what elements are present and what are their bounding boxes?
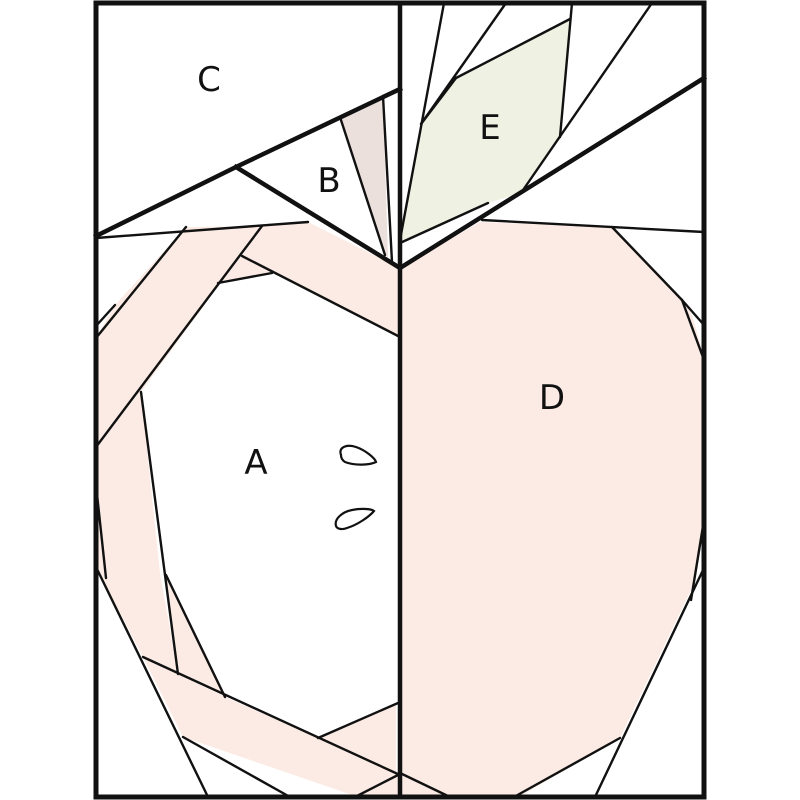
line — [338, 115, 387, 257]
line — [94, 220, 310, 240]
section-label-a: A — [244, 443, 268, 483]
line — [164, 573, 227, 699]
line — [94, 224, 264, 449]
line — [519, 1, 654, 195]
section-e-boundary — [396, 74, 708, 272]
line — [454, 17, 572, 80]
section-a-strip-bottom-right — [318, 703, 396, 776]
line — [94, 565, 210, 799]
line — [512, 736, 622, 799]
section-d-apple-fill — [400, 222, 704, 797]
line — [680, 298, 706, 362]
section-a-strip-bottom — [143, 657, 400, 797]
section-e-leaf-fill — [400, 19, 570, 244]
line — [316, 701, 400, 740]
line — [381, 94, 394, 264]
line — [94, 225, 188, 340]
line — [94, 303, 117, 328]
line — [353, 773, 400, 799]
section-a-strip-left — [96, 392, 178, 674]
section-label-d: D — [538, 378, 566, 418]
line — [398, 201, 490, 245]
section-a-strip-top-wedge — [218, 226, 272, 283]
section-b-stem-fill — [340, 96, 388, 257]
line — [680, 298, 706, 327]
line — [610, 225, 684, 302]
outer-frame — [93, 0, 707, 800]
line — [240, 254, 402, 339]
line — [181, 735, 292, 799]
line — [216, 271, 274, 285]
section-a-strip-top-right — [242, 222, 400, 337]
line — [593, 566, 706, 799]
line — [558, 1, 574, 139]
seed-icon — [339, 444, 378, 466]
seed-icon — [334, 507, 376, 531]
line — [139, 390, 180, 676]
line — [141, 655, 402, 777]
section-b-boundary — [232, 163, 404, 272]
section-label-c: C — [197, 60, 221, 100]
line — [480, 218, 706, 234]
section-label-b: B — [317, 161, 341, 201]
line — [419, 76, 458, 126]
line — [398, 771, 452, 799]
section-label-e: E — [479, 108, 501, 148]
